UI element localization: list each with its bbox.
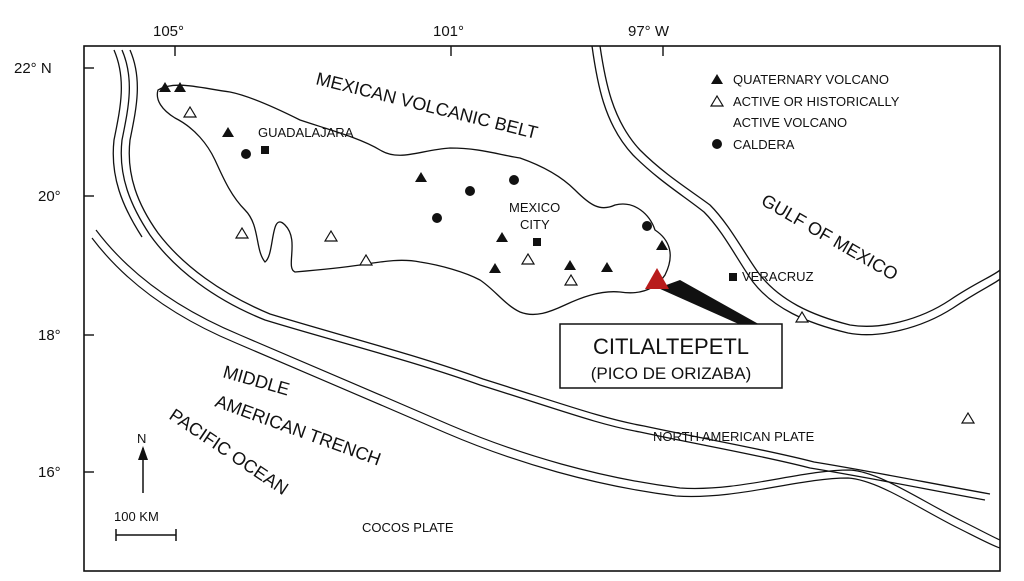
north-arrow-label: N bbox=[137, 431, 146, 446]
guadalajara-label: GUADALAJARA bbox=[258, 125, 354, 140]
quaternary-volcano-marker bbox=[564, 260, 576, 270]
active-volcano-marker bbox=[794, 310, 810, 323]
north-arrowhead-icon bbox=[138, 446, 148, 460]
tick-label-105: 105° bbox=[153, 23, 184, 40]
quaternary-volcano-marker bbox=[415, 172, 427, 182]
volcanic-belt-outline bbox=[156, 84, 671, 316]
trench-line bbox=[91, 229, 1001, 549]
active-volcano-marker bbox=[182, 105, 198, 118]
quaternary-volcano-marker bbox=[601, 262, 613, 272]
legend-label-active-1: ACTIVE OR HISTORICALLY bbox=[733, 94, 900, 109]
tick-label-16: 16° bbox=[38, 464, 61, 481]
legend-label-caldera: CALDERA bbox=[733, 137, 795, 152]
legend-filled-triangle-icon bbox=[711, 74, 723, 84]
mexico-city-label-line1: MEXICO bbox=[509, 200, 560, 215]
callout-alt-name: (PICO DE ORIZABA) bbox=[591, 364, 752, 383]
tick-label-18: 18° bbox=[38, 327, 61, 344]
gulf-coastline bbox=[591, 45, 1001, 336]
quaternary-volcano-marker bbox=[496, 232, 508, 242]
scale-bar: 100 KM bbox=[114, 509, 177, 541]
mexico-city-marker bbox=[533, 238, 541, 246]
quaternary-volcano-marker bbox=[489, 263, 501, 273]
tick-marks bbox=[84, 46, 664, 473]
calderas bbox=[241, 149, 652, 231]
legend-filled-circle-icon bbox=[712, 139, 722, 149]
quaternary-volcano-marker bbox=[222, 127, 234, 137]
active-volcanoes bbox=[182, 105, 976, 424]
citlaltepetl-volcano-icon bbox=[645, 268, 669, 289]
quaternary-volcano-marker bbox=[656, 240, 668, 250]
scale-bar-label: 100 KM bbox=[114, 509, 159, 524]
active-volcano-marker bbox=[358, 253, 374, 266]
active-volcano-marker bbox=[234, 226, 250, 239]
active-volcano-marker bbox=[563, 273, 579, 286]
legend-label-quaternary: QUATERNARY VOLCANO bbox=[733, 72, 889, 87]
tick-label-22n: 22° N bbox=[14, 60, 52, 77]
quaternary-volcanoes bbox=[159, 82, 668, 273]
veracruz-city-marker bbox=[729, 273, 737, 281]
legend-label-active-2: ACTIVE VOLCANO bbox=[733, 115, 847, 130]
legend: QUATERNARY VOLCANO ACTIVE OR HISTORICALL… bbox=[709, 72, 900, 152]
mexico-city-label-line2: CITY bbox=[520, 217, 550, 232]
active-volcano-marker bbox=[960, 411, 976, 424]
caldera-marker bbox=[509, 175, 519, 185]
guadalajara-city-marker bbox=[261, 146, 269, 154]
caldera-marker bbox=[241, 149, 251, 159]
veracruz-label: VERACRUZ bbox=[742, 269, 814, 284]
caldera-marker bbox=[465, 186, 475, 196]
tick-label-97w: 97° W bbox=[628, 23, 670, 40]
caldera-marker bbox=[642, 221, 652, 231]
active-volcano-marker bbox=[520, 252, 536, 265]
tick-label-20: 20° bbox=[38, 188, 61, 205]
quaternary-volcano-marker bbox=[174, 82, 186, 92]
callout-box bbox=[559, 323, 783, 389]
north-arrow: N bbox=[137, 431, 148, 493]
callout-name: CITLALTEPETL bbox=[593, 334, 749, 359]
map-frame bbox=[83, 45, 1001, 572]
quaternary-volcano-marker bbox=[159, 82, 171, 92]
caldera-marker bbox=[432, 213, 442, 223]
north-american-plate-label: NORTH AMERICAN PLATE bbox=[653, 429, 815, 444]
legend-open-triangle-icon bbox=[709, 94, 725, 107]
active-volcano-marker bbox=[323, 229, 339, 242]
pacific-coastline bbox=[112, 49, 991, 501]
cocos-plate-label: COCOS PLATE bbox=[362, 520, 454, 535]
tick-label-101: 101° bbox=[433, 23, 464, 40]
